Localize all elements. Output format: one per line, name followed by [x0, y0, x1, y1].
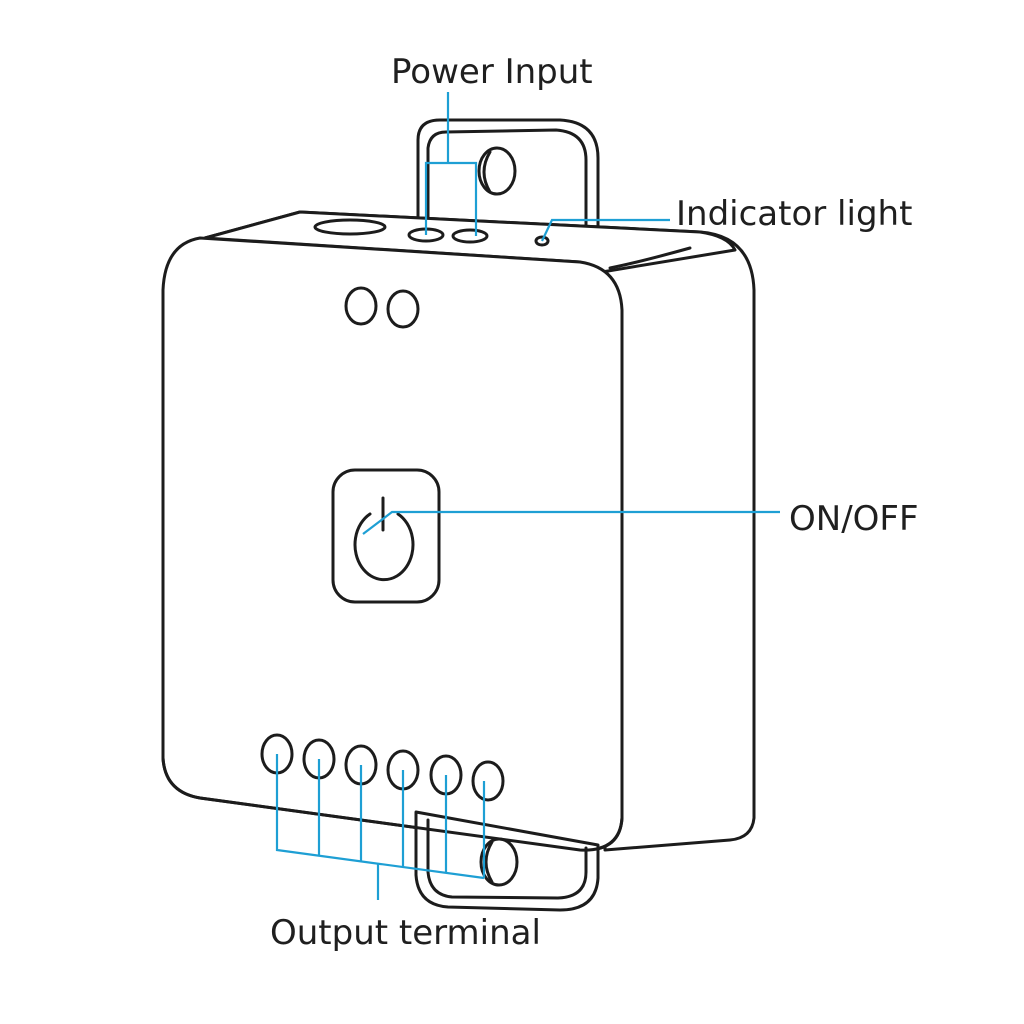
top-cable-slot [313, 218, 387, 236]
power-input-port-2 [451, 228, 489, 244]
label-indicator-light: Indicator light [676, 194, 912, 234]
callout-output-terminal [275, 754, 486, 900]
power-icon [353, 496, 415, 582]
label-output-terminal: Output terminal [270, 913, 541, 953]
label-power-input: Power Input [391, 52, 593, 92]
callout-on-off [362, 510, 780, 535]
callout-power-input [424, 92, 478, 236]
power-button[interactable] [331, 468, 441, 604]
callout-indicator-light [541, 218, 670, 242]
front-indent-right [386, 289, 420, 329]
output-terminal-6 [471, 760, 505, 802]
bottom-mounting-tab [161, 756, 624, 912]
front-indent-left [344, 286, 378, 326]
label-on-off: ON/OFF [789, 499, 919, 539]
device-top-face [203, 210, 737, 274]
top-mounting-tab [416, 118, 600, 234]
top-mount-hole [477, 146, 517, 196]
